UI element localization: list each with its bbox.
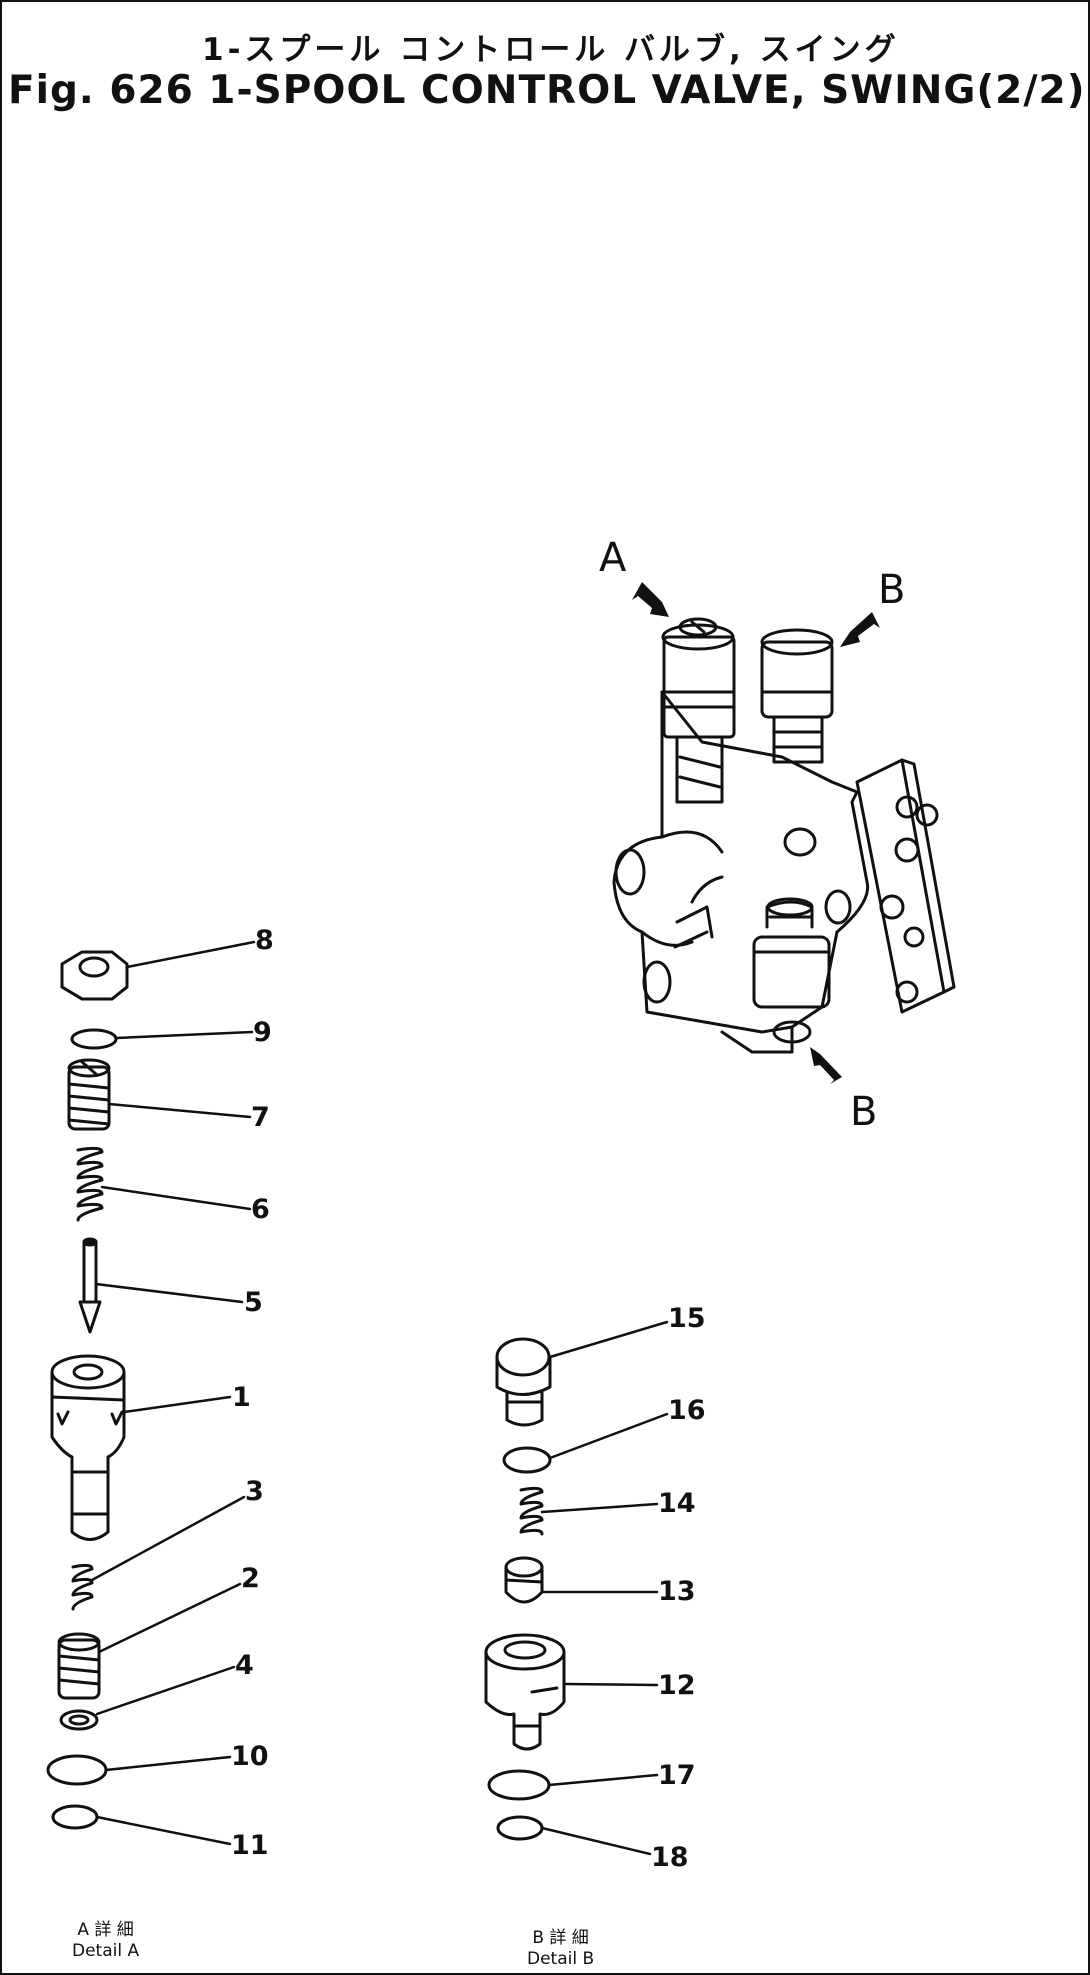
part-3-spring (71, 1563, 94, 1611)
callout-2: 2 (241, 1563, 260, 1594)
view-label-b-bottom: B (850, 1089, 878, 1135)
detail-a-label-jp: A 詳 細 (77, 1920, 134, 1940)
arrow-b-bottom (810, 1047, 842, 1084)
callout-17: 17 (658, 1760, 696, 1791)
callout-16: 16 (668, 1395, 706, 1426)
part-6-spring (76, 1146, 104, 1222)
part-15-plug (495, 1337, 552, 1427)
view-arrows (632, 582, 880, 1084)
view-label-b-top: B (878, 567, 906, 613)
detail-a-label: A 詳 細 Detail A (72, 1920, 139, 1963)
part-1-sleeve (50, 1354, 126, 1541)
part-14-spring (519, 1486, 544, 1536)
detail-b-label-en: Detail B (527, 1949, 595, 1970)
callout-1: 1 (232, 1382, 251, 1413)
detail-b-label: B 詳 細 Detail B (527, 1928, 594, 1971)
callout-6: 6 (251, 1194, 270, 1225)
callout-10: 10 (231, 1741, 269, 1772)
title-english: Fig. 626 1-SPOOL CONTROL VALVE, SWING(2/… (8, 68, 1086, 113)
callout-3: 3 (245, 1476, 264, 1507)
arrow-a (632, 582, 669, 617)
part-4-seat (59, 1709, 99, 1731)
callout-15: 15 (668, 1303, 706, 1334)
part-7-screw (67, 1058, 111, 1131)
part-17-o-ring (487, 1769, 551, 1801)
view-label-a: A (599, 535, 627, 581)
detail-a-parts (46, 950, 129, 1830)
part-18-o-ring (496, 1815, 544, 1841)
title-japanese: 1-スプール コントロール バルブ, スイング (202, 32, 900, 68)
callout-4: 4 (235, 1650, 254, 1681)
part-8-nut (60, 950, 129, 1001)
part-9-o-ring (70, 1028, 118, 1050)
part-16-o-ring (502, 1446, 552, 1474)
detail-a-label-en: Detail A (72, 1941, 140, 1962)
leader-lines (90, 940, 669, 1856)
callout-8: 8 (255, 925, 274, 956)
part-10-o-ring (46, 1754, 108, 1786)
valve-assembly-drawing (612, 617, 956, 1054)
callout-14: 14 (658, 1488, 696, 1519)
part-12-sleeve (484, 1633, 566, 1751)
part-2-poppet (57, 1632, 101, 1700)
arrow-b-top (840, 612, 880, 647)
callout-13: 13 (658, 1576, 696, 1607)
part-11-o-ring (51, 1804, 99, 1830)
callout-7: 7 (251, 1102, 270, 1133)
callout-18: 18 (651, 1842, 689, 1873)
callout-11: 11 (231, 1830, 269, 1861)
detail-b-parts (484, 1337, 566, 1841)
part-5-pin (78, 1237, 102, 1334)
part-13-poppet (504, 1556, 544, 1604)
callout-12: 12 (658, 1670, 696, 1701)
detail-b-label-jp: B 詳 細 (532, 1928, 589, 1948)
callout-5: 5 (244, 1287, 263, 1318)
callout-9: 9 (253, 1017, 272, 1048)
